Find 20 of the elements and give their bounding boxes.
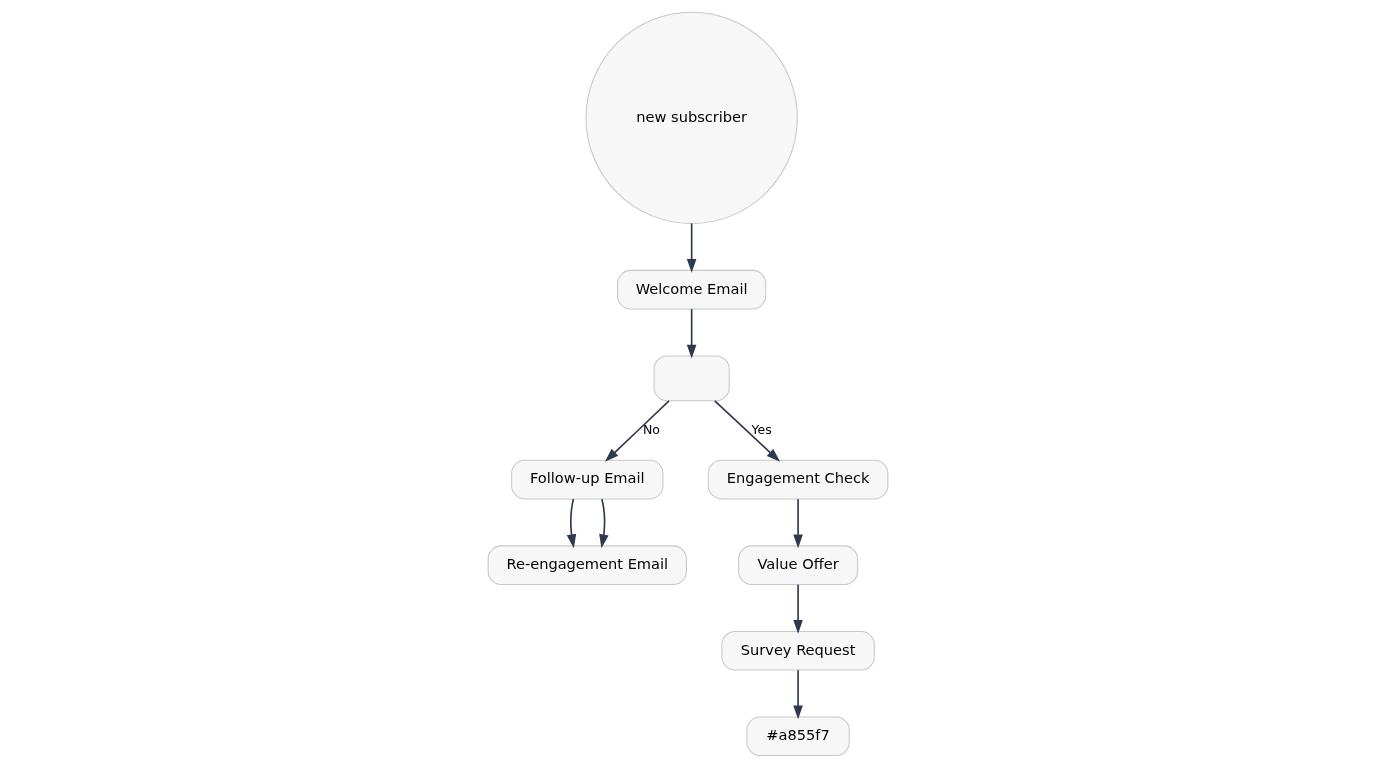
node-circle: new subscriber xyxy=(585,11,798,225)
arrow xyxy=(793,583,803,634)
arrow xyxy=(686,222,697,273)
node-box xyxy=(653,355,730,402)
node-box: #a855f7 xyxy=(746,716,850,757)
node-box: Value Offer xyxy=(738,545,859,585)
arrow xyxy=(686,308,697,359)
arrow xyxy=(713,400,781,462)
node-box: Engagement Check xyxy=(707,459,889,500)
arrow xyxy=(604,400,670,462)
arrow xyxy=(793,669,803,720)
node-box: Welcome Email xyxy=(617,269,767,310)
arrow xyxy=(599,498,609,549)
node-box: Follow-up Email xyxy=(511,459,664,500)
node-box: Survey Request xyxy=(721,630,875,671)
arrow xyxy=(793,498,803,549)
arrow xyxy=(566,498,577,549)
edge-label: Yes xyxy=(751,421,772,437)
node-box: Re-engagement Email xyxy=(487,545,687,585)
edge-label: No xyxy=(642,421,660,437)
